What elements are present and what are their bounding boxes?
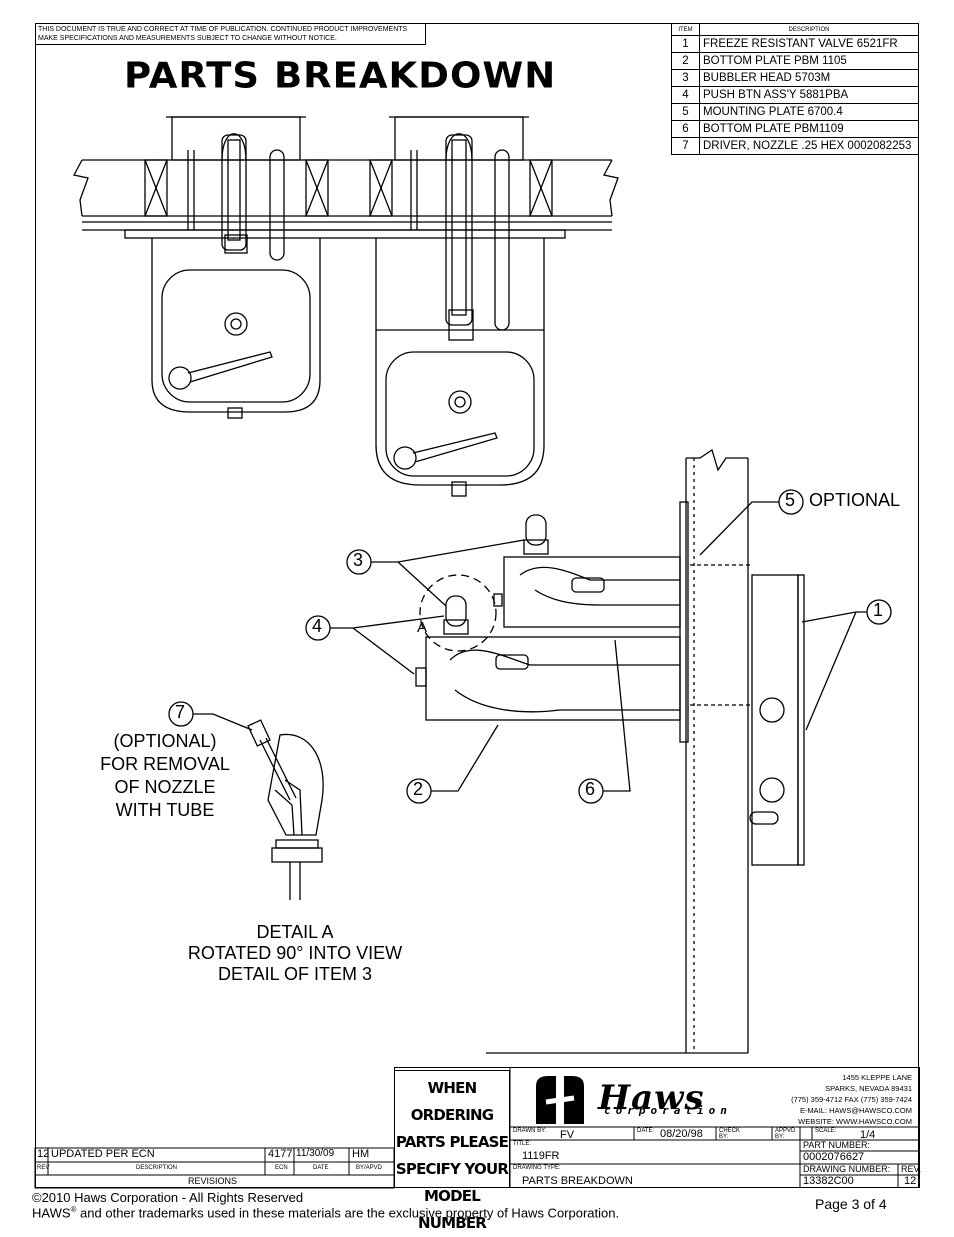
col-date: DATE: [313, 1165, 329, 1171]
title-label: TITLE:: [513, 1141, 532, 1147]
drawing-type-value: PARTS BREAKDOWN: [522, 1175, 633, 1187]
item-description: BOTTOM PLATE PBM1109: [699, 120, 919, 138]
col-by: BY/APVD: [356, 1165, 383, 1171]
date-value: 08/20/98: [660, 1128, 703, 1140]
fountain-side-view: [415, 448, 805, 1054]
scale-label: SCALE:: [815, 1128, 837, 1134]
detail-caption-line: DETAIL A: [256, 922, 334, 942]
ordering-line: SPECIFY YOUR: [395, 1160, 509, 1178]
detail-note-line: (OPTIONAL): [113, 731, 217, 751]
revision-date: 11/30/09: [296, 1148, 335, 1159]
detail-caption: DETAIL A ROTATED 90° INTO VIEW DETAIL OF…: [170, 922, 420, 985]
part-number-value: 0002076627: [803, 1151, 865, 1163]
scale-value: 1/4: [860, 1129, 876, 1141]
drawing-number-label: DRAWING NUMBER:: [803, 1164, 891, 1174]
address-line: WEBSITE: WWW.HAWSCO.COM: [798, 1117, 912, 1126]
address-line: 1455 KLEPPE LANE: [842, 1073, 912, 1082]
detail-a-drawing: [247, 719, 324, 900]
callout-3: 3: [353, 550, 364, 570]
callout-1: 1: [873, 600, 884, 620]
callout-5: 5: [785, 490, 796, 510]
callout-2: 2: [413, 779, 424, 799]
haws-logo-icon: [536, 1076, 584, 1124]
detail-note-line: OF NOZZLE: [114, 777, 216, 797]
item-description: PUSH BTN ASS'Y 5881PBA: [699, 86, 919, 104]
revision-ecn: 4177: [268, 1148, 293, 1160]
disclaimer: THIS DOCUMENT IS TRUE AND CORRECT AT TIM…: [36, 24, 426, 45]
detail-note: (OPTIONAL) FOR REMOVAL OF NOZZLE WITH TU…: [90, 730, 240, 822]
date-label: DATE:: [637, 1128, 655, 1134]
fountain-front-left: [151, 133, 321, 419]
optional-label: OPTIONAL: [809, 490, 901, 510]
drawn-by-label: DRAWN BY:: [513, 1128, 547, 1134]
revision-description: UPDATED PER ECN: [51, 1148, 155, 1160]
rev-label: REV.: [901, 1164, 922, 1174]
company-logo-sub: corporation: [604, 1104, 732, 1117]
apvd-label: APPVD BY:: [775, 1128, 796, 1140]
part-number-label: PART NUMBER:: [803, 1140, 871, 1150]
copyright: ©2010 Haws Corporation - All Rights Rese…: [32, 1190, 304, 1205]
callout-6: 6: [585, 779, 596, 799]
callout-7: 7: [175, 702, 186, 722]
drawing-type-label: DRAWING TYPE:: [513, 1165, 561, 1171]
trademark-text: and other trademarks used in these mater…: [76, 1205, 620, 1221]
ordering-line: WHEN ORDERING: [410, 1079, 494, 1124]
page-title: PARTS BREAKDOWN: [124, 55, 557, 96]
company-address: 1455 KLEPPE LANE SPARKS, NEVADA 89431 (7…: [742, 1072, 912, 1127]
detail-note-line: FOR REMOVAL: [100, 754, 230, 774]
ordering-line: MODEL NUMBER: [417, 1187, 487, 1232]
callout-leaders: [168, 489, 892, 804]
revision-rev: 12: [37, 1148, 50, 1160]
revision-by: HM: [352, 1148, 370, 1160]
ordering-note: WHEN ORDERING PARTS PLEASE SPECIFY YOUR …: [394, 1070, 510, 1232]
address-line: SPARKS, NEVADA 89431: [825, 1084, 912, 1093]
detail-caption-line: DETAIL OF ITEM 3: [217, 964, 373, 984]
wall-section: [73, 116, 619, 239]
ordering-line: PARTS PLEASE: [395, 1133, 509, 1151]
col-ecn: ECN: [275, 1165, 288, 1171]
detail-note-line: WITH TUBE: [115, 800, 215, 820]
fountain-front-right: [375, 133, 545, 497]
detail-caption-line: ROTATED 90° INTO VIEW: [187, 943, 403, 963]
title-value: 1119FR: [522, 1150, 560, 1162]
trademark-brand: HAWS: [32, 1205, 71, 1221]
item-description: DRIVER, NOZZLE .25 HEX 0002082253: [699, 137, 919, 155]
registered-mark: ®: [70, 1205, 77, 1214]
company-logo-text: Haws: [598, 1078, 705, 1118]
callout-4: 4: [312, 616, 323, 636]
rev-value: 12: [904, 1175, 917, 1187]
drawn-by-value: FV: [560, 1129, 575, 1141]
item-description: MOUNTING PLATE 6700.4: [699, 103, 919, 121]
drawing-number-value: 13382C00: [803, 1175, 854, 1187]
page-number: Page 3 of 4: [815, 1196, 887, 1212]
address-line: (775) 359-4712 FAX (775) 359-7424: [791, 1095, 912, 1104]
revisions-title: REVISIONS: [188, 1176, 238, 1186]
col-description: DESCRIPTION: [136, 1165, 178, 1171]
detail-letter: A: [417, 619, 428, 636]
check-label: CHECK BY:: [719, 1128, 741, 1140]
trademark-note: HAWS® and other trademarks used in these…: [32, 1205, 619, 1220]
address-line: E-MAIL: HAWS@HAWSCO.COM: [799, 1106, 912, 1115]
col-rev: REV: [37, 1165, 50, 1171]
